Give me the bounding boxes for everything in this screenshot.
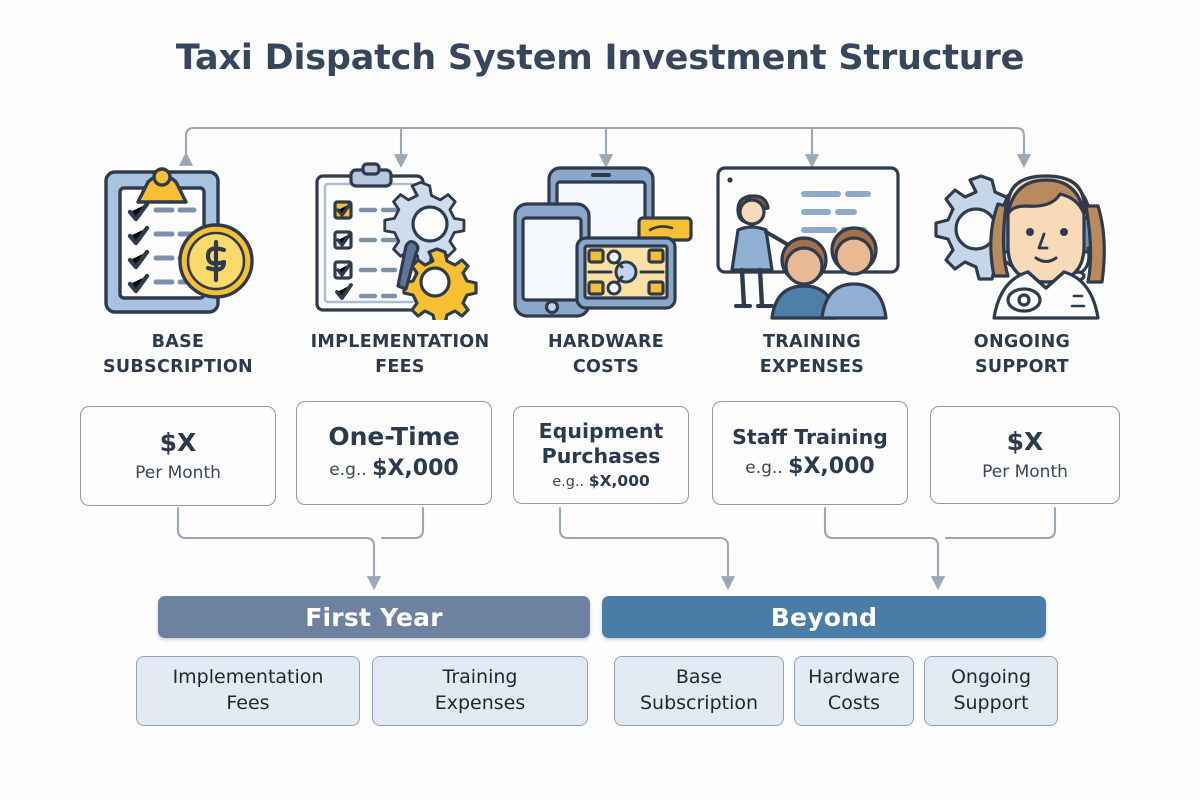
label-line-2: COSTS bbox=[572, 356, 640, 377]
chip-line-2: Support bbox=[953, 692, 1029, 714]
cost-card-training-expenses[interactable]: Staff Training e.g.. $X,000 bbox=[712, 401, 908, 505]
label-line-1: IMPLEMENTATION bbox=[310, 332, 490, 352]
column-label-base-subscription: BASE SUBSCRIPTION bbox=[78, 330, 278, 380]
cost-amount: $X,000 bbox=[788, 453, 875, 479]
column-ongoing-support: ONGOING SUPPORT bbox=[922, 155, 1122, 380]
chip-line-2: Fees bbox=[226, 692, 270, 714]
cost-secondary-label: e.g.. $X,000 bbox=[329, 455, 458, 484]
cost-secondary-label: e.g.. $X,000 bbox=[745, 453, 874, 482]
chip-line-2: Expenses bbox=[434, 692, 526, 714]
cost-card-ongoing-support[interactable]: $X Per Month bbox=[930, 406, 1120, 504]
label-line-2: SUBSCRIPTION bbox=[103, 356, 253, 377]
column-label-implementation-fees: IMPLEMENTATION FEES bbox=[300, 330, 500, 380]
cost-card-base-subscription[interactable]: $X Per Month bbox=[80, 406, 276, 506]
cost-secondary-label: Per Month bbox=[982, 461, 1068, 482]
chip-label: Ongoing Support bbox=[951, 665, 1031, 716]
cost-primary-value: One-Time bbox=[328, 421, 460, 451]
page-title: Taxi Dispatch System Investment Structur… bbox=[175, 38, 1025, 78]
chip-label: Training Expenses bbox=[435, 665, 526, 716]
cost-prefix: e.g.. bbox=[745, 457, 783, 478]
chip-implementation-fees[interactable]: Implementation Fees bbox=[136, 656, 360, 726]
connector-merge-beyond-support bbox=[944, 506, 1057, 540]
label-line-1: ONGOING bbox=[973, 332, 1071, 352]
support-agent-headset-gear-icon bbox=[922, 155, 1122, 320]
connector-merge-first-year-b bbox=[380, 506, 425, 540]
chip-line-2: Subscription bbox=[639, 692, 759, 714]
column-base-subscription: BASE SUBSCRIPTION bbox=[78, 155, 278, 380]
column-label-ongoing-support: ONGOING SUPPORT bbox=[922, 330, 1122, 380]
cost-primary-value: $X bbox=[159, 428, 197, 458]
label-line-2: FEES bbox=[375, 356, 425, 377]
clipboard-checklist-coin-icon bbox=[78, 155, 278, 320]
chip-label: Hardware Costs bbox=[808, 665, 900, 716]
cost-secondary-label: Per Month bbox=[135, 462, 221, 483]
label-line-1: TRAINING bbox=[762, 332, 862, 352]
label-line-1: BASE bbox=[151, 332, 205, 352]
chip-training-expenses[interactable]: Training Expenses bbox=[372, 656, 588, 726]
devices-tablet-phone-icon bbox=[506, 155, 706, 320]
connector-merge-beyond-training bbox=[823, 506, 946, 590]
phase-banner-first-year[interactable]: First Year bbox=[158, 596, 590, 638]
phase-banner-beyond[interactable]: Beyond bbox=[602, 596, 1046, 638]
label-line-2: SUPPORT bbox=[974, 356, 1070, 377]
chip-hardware-costs[interactable]: Hardware Costs bbox=[794, 656, 914, 726]
cost-primary-value: $X bbox=[1006, 427, 1044, 457]
cost-prefix: e.g.. bbox=[552, 473, 585, 490]
cost-primary-value: Staff Training bbox=[732, 424, 888, 449]
column-training-expenses: TRAINING EXPENSES bbox=[712, 155, 912, 380]
column-label-hardware-costs: HARDWARE COSTS bbox=[506, 330, 706, 380]
column-hardware-costs: HARDWARE COSTS bbox=[506, 155, 706, 380]
cost-card-hardware-costs[interactable]: Equipment Purchases e.g.. $X,000 bbox=[513, 406, 689, 504]
checklist-gears-screwdriver-icon bbox=[300, 155, 500, 320]
connector-merge-beyond-hardware bbox=[558, 506, 736, 590]
chip-line-2: Costs bbox=[827, 692, 881, 714]
whiteboard-training-icon bbox=[712, 155, 912, 320]
chip-line-1: Ongoing bbox=[950, 666, 1032, 689]
chip-line-1: Hardware bbox=[808, 666, 900, 689]
cost-primary-value: Equipment Purchases bbox=[539, 419, 664, 469]
chip-label: Implementation Fees bbox=[173, 665, 324, 716]
chip-line-1: Base bbox=[675, 666, 723, 689]
connector-merge-first-year-a bbox=[176, 506, 382, 590]
label-line-2: EXPENSES bbox=[759, 356, 865, 377]
cost-amount: $X,000 bbox=[588, 471, 650, 490]
label-line-1: HARDWARE bbox=[547, 332, 665, 352]
cost-amount: $X,000 bbox=[372, 456, 459, 482]
chip-line-1: Training bbox=[442, 666, 518, 689]
cost-primary-line-2: Purchases bbox=[541, 443, 661, 468]
cost-card-implementation-fees[interactable]: One-Time e.g.. $X,000 bbox=[296, 401, 492, 505]
chip-label: Base Subscription bbox=[640, 665, 758, 716]
column-label-training-expenses: TRAINING EXPENSES bbox=[712, 330, 912, 380]
chip-base-subscription[interactable]: Base Subscription bbox=[614, 656, 784, 726]
chip-line-1: Implementation bbox=[172, 666, 324, 689]
cost-prefix: e.g.. bbox=[329, 460, 367, 481]
column-implementation-fees: IMPLEMENTATION FEES bbox=[300, 155, 500, 380]
cost-secondary-label: e.g.. $X,000 bbox=[552, 471, 650, 492]
cost-primary-line-1: Equipment bbox=[538, 418, 664, 443]
chip-ongoing-support[interactable]: Ongoing Support bbox=[924, 656, 1058, 726]
